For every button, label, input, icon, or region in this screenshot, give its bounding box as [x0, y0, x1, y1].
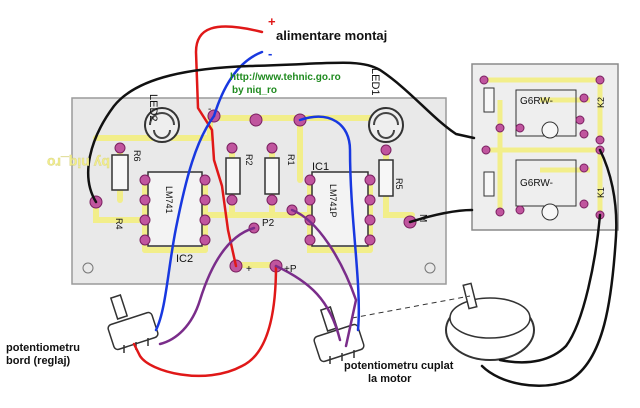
potentiometer-board-drawing	[107, 294, 159, 353]
relay-label-top: G6RW-	[520, 96, 553, 107]
resistor-r1	[264, 157, 280, 195]
pad-label-minus: -	[208, 104, 211, 115]
wire-black-motor-1	[480, 148, 618, 387]
wire-blue-pot-motor	[298, 115, 361, 332]
chip-ic1-marking: LM741P	[328, 184, 338, 218]
label-r6: R6	[132, 150, 142, 162]
wires	[87, 25, 618, 387]
wire-purple-1	[158, 226, 256, 346]
main-pcb	[71, 97, 447, 285]
wire-blue-supply	[212, 50, 264, 118]
resistors	[111, 154, 394, 197]
relay-label-k2: K2	[596, 97, 606, 108]
pot-motor-label-1: potentiometru cuplat	[344, 360, 454, 372]
label-r5: R5	[394, 178, 404, 190]
pot-board-label-1: potentiometru	[6, 342, 80, 354]
source-url: http://www.tehnic.go.ro	[230, 72, 341, 83]
label-r2: R2	[244, 154, 254, 166]
label-ic2: IC2	[176, 253, 193, 265]
pad-label-plus-p: +P	[284, 264, 297, 275]
pad-label-plus: +	[246, 264, 252, 275]
pot-motor-label-2: la motor	[368, 373, 412, 385]
potentiometer-motor-drawing	[313, 306, 365, 364]
label-p2: P2	[262, 218, 275, 229]
led2	[144, 107, 180, 143]
relay-diode	[483, 87, 495, 113]
mechanical-coupling-line	[351, 295, 471, 319]
mount-hole	[424, 262, 436, 274]
wire-purple-3	[274, 264, 342, 342]
resistor-r2	[225, 157, 241, 195]
led1	[368, 107, 404, 143]
wire-purple-2	[290, 208, 358, 348]
wire-red-pot	[132, 264, 278, 378]
relay-transistor	[541, 121, 559, 139]
label-r4: R4	[114, 218, 124, 230]
relay-label-k1: K1	[596, 187, 606, 198]
relay-diode	[483, 171, 495, 197]
resistor-r5	[378, 159, 394, 197]
chip-ic2-marking: LM741	[164, 186, 174, 214]
resistor-r6	[111, 154, 129, 191]
relay-labels: G6RW- G6RW- K2 K1	[520, 96, 606, 198]
relay-transistor	[541, 203, 559, 221]
ic1-chip	[311, 171, 369, 247]
label-r1: R1	[286, 154, 296, 166]
supply-label: alimentare montaj	[276, 28, 388, 43]
supply-plus-sign: +	[268, 14, 276, 29]
wire-black-mid	[408, 208, 474, 224]
supply-minus-sign: -	[268, 46, 273, 61]
relay-label-bottom: G6RW-	[520, 178, 553, 189]
author-credit: by niq_ro	[232, 85, 278, 96]
relay-pcb	[471, 63, 619, 231]
wire-blue-pot-board	[154, 114, 216, 332]
relay-pcb-outline	[471, 63, 619, 231]
motor-drawing	[351, 282, 535, 361]
pot-board-label-2: bord (reglaj)	[6, 355, 71, 367]
label-led1: LED1	[369, 68, 381, 96]
label-ic1: IC1	[312, 161, 329, 173]
pad-label-m: M	[417, 214, 428, 222]
wire-black-motor-2	[498, 213, 602, 364]
label-led2: LED2	[147, 94, 159, 122]
pcb-mirror-tag: by niq_ro	[47, 155, 110, 171]
wire-black-top	[87, 61, 476, 204]
pcb-labels: LED2 LED1 IC1 IC2 R1 R2 R4 R5 R6 P2 - + …	[47, 68, 428, 275]
mount-hole	[82, 262, 94, 274]
wire-red-supply	[194, 25, 264, 268]
